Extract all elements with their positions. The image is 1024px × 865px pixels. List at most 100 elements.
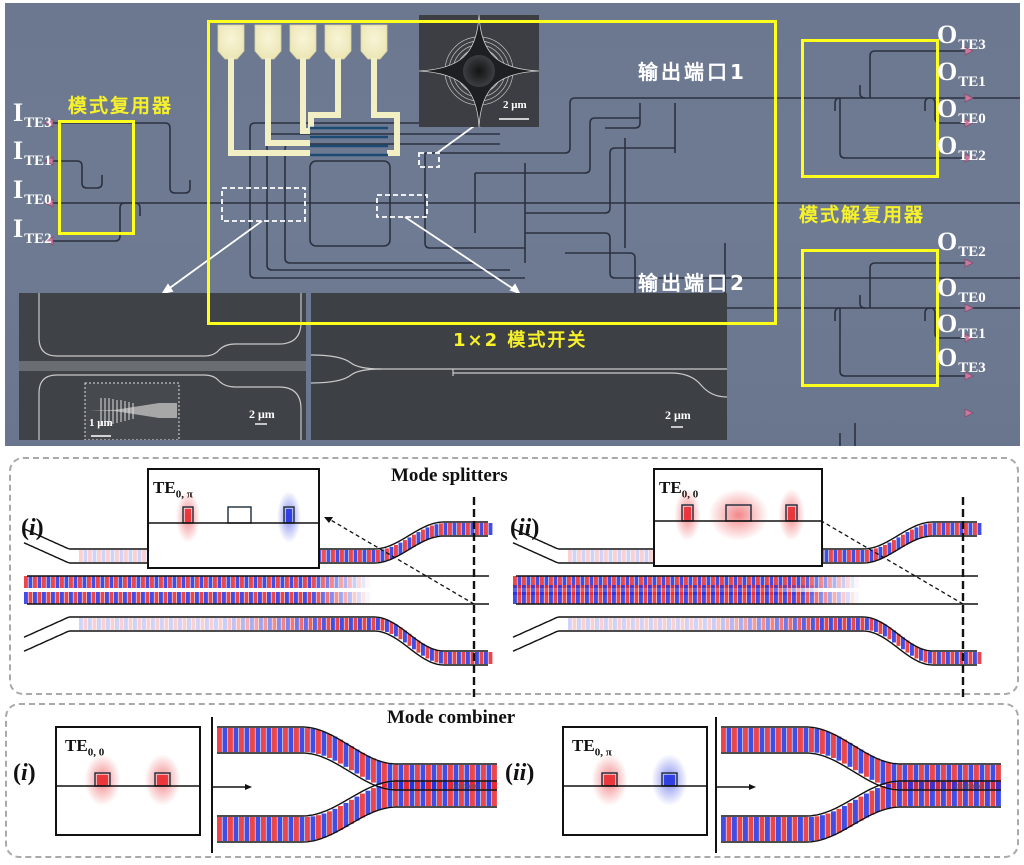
mux-waveguides <box>50 122 1020 242</box>
field-stripe <box>996 765 1001 789</box>
field-stripe <box>878 621 883 634</box>
field-stripe <box>589 585 594 595</box>
field-stripe <box>124 618 128 630</box>
field-stripe <box>96 592 100 604</box>
field-stripe <box>343 802 349 827</box>
field-stripe <box>720 576 724 588</box>
mux-highlight-box <box>58 120 135 235</box>
field-stripe <box>747 576 751 588</box>
field-stripe <box>136 592 141 604</box>
field-stripe <box>793 618 797 630</box>
field-stripe <box>661 576 666 588</box>
field-stripe <box>244 817 250 841</box>
field-stripe <box>968 765 974 789</box>
field-stripe <box>941 782 946 806</box>
mode-combiner-simulation <box>211 717 1001 853</box>
field-stripe <box>316 576 321 588</box>
field-stripe <box>142 618 146 630</box>
field-stripe <box>360 793 365 818</box>
switch-sem-inset: 2 μm <box>311 293 727 440</box>
field-stripe <box>901 637 905 650</box>
field-stripe <box>100 592 105 604</box>
field-stripe <box>733 576 738 588</box>
field-stripe <box>91 592 96 604</box>
field-stripe <box>776 728 781 752</box>
field-stripe <box>613 618 617 630</box>
input-port-te3-label: ITE3 <box>13 98 52 131</box>
field-stripe <box>371 618 376 630</box>
field-stripe <box>747 592 751 604</box>
field-stripe <box>706 576 711 588</box>
field-stripe <box>78 592 82 604</box>
field-stripe <box>729 576 733 588</box>
field-stripe <box>571 592 576 604</box>
field-stripe <box>851 618 856 630</box>
field-stripe <box>415 782 420 806</box>
input-port-te2-label: ITE2 <box>13 214 52 247</box>
field-stripe <box>880 760 886 785</box>
field-stripe <box>858 749 864 774</box>
field-stripe <box>886 784 891 809</box>
field-stripe <box>421 529 425 542</box>
field-stripe <box>361 576 366 588</box>
field-stripe <box>403 540 407 553</box>
field-stripe <box>720 592 724 604</box>
field-stripe <box>394 544 398 557</box>
field-stripe <box>128 550 133 562</box>
field-stripe <box>819 592 823 604</box>
field-stripe <box>919 648 923 661</box>
field-stripe <box>825 731 831 756</box>
field-stripe <box>729 585 733 595</box>
splitter-ii-cross-section <box>655 489 821 541</box>
field-stripe <box>389 546 394 559</box>
field-stripe <box>590 618 595 630</box>
field-stripe <box>838 550 842 562</box>
field-stripe <box>420 765 426 789</box>
field-stripe <box>784 618 788 630</box>
field-stripe <box>338 805 343 830</box>
field-stripe <box>803 817 809 841</box>
field-stripe <box>824 618 829 630</box>
lower-arm-outline-top <box>721 780 1001 817</box>
field-stripe <box>484 523 488 535</box>
output-1-te0-label: OTE0 <box>937 94 986 127</box>
field-stripe <box>946 782 952 806</box>
field-stripe <box>631 550 635 562</box>
field-stripe <box>64 576 69 588</box>
field-stripe <box>814 592 819 604</box>
field-stripe <box>334 576 339 588</box>
field-stripe <box>241 618 245 630</box>
field-stripe <box>387 782 393 807</box>
field-stripe <box>706 592 711 604</box>
field-stripe <box>250 817 255 841</box>
field-stripe <box>783 585 787 595</box>
field-stripe <box>625 592 630 604</box>
field-stripe <box>268 618 272 630</box>
field-stripe <box>847 550 851 562</box>
field-stripe <box>568 550 572 562</box>
field-stripe <box>208 592 213 604</box>
field-stripe <box>160 618 164 630</box>
field-stripe <box>475 523 479 535</box>
taper-segment <box>471 784 476 789</box>
field-stripe <box>434 524 439 537</box>
field-stripe <box>249 592 253 604</box>
field-stripe <box>304 618 308 630</box>
mode-field-core <box>185 509 191 523</box>
field-stripe <box>349 799 354 824</box>
field-stripe <box>919 525 923 538</box>
field-stripe <box>332 736 338 761</box>
field-stripe <box>553 592 558 604</box>
field-stripe <box>233 728 239 752</box>
field-stripe <box>326 550 331 562</box>
field-stripe <box>748 618 752 630</box>
field-stripe <box>599 618 604 630</box>
field-stripe <box>875 758 880 783</box>
field-stripe <box>923 524 928 537</box>
field-stripe <box>932 651 937 664</box>
field-stripe <box>797 618 802 630</box>
field-stripe <box>79 550 83 562</box>
field-stripe <box>96 576 100 588</box>
upper-arm-outline-top <box>217 726 497 765</box>
field-stripe <box>277 817 283 841</box>
